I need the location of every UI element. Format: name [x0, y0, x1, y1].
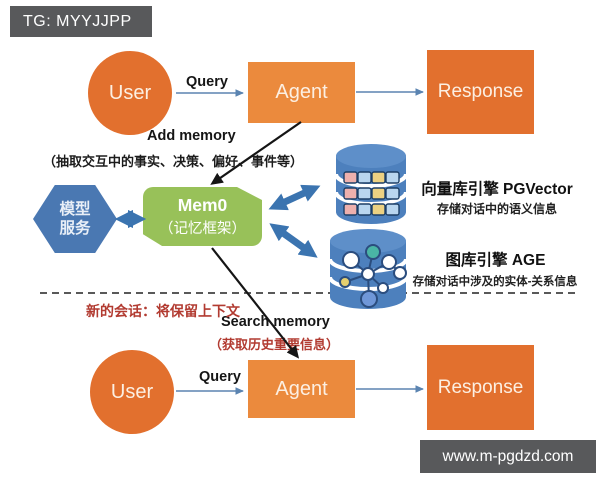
vector-db-title: 向量库引擎 PGVector — [421, 181, 573, 198]
add-memory-label: Add memory — [147, 128, 236, 144]
graph-db-title: 图库引擎 AGE — [445, 252, 546, 269]
user-label-bottom: User — [110, 380, 154, 403]
response-node-bottom: Response — [427, 345, 534, 430]
arrow-mem0-vectordb — [268, 184, 321, 211]
vector-db-subtitle: 存储对话中的语义信息 — [436, 202, 557, 216]
graph-network — [339, 244, 407, 308]
mem0-node: Mem0 （记忆框架） — [143, 187, 262, 246]
session-note: 新的会话：将保留上下文 — [86, 303, 240, 319]
tg-badge-text: TG: MYYJJPP — [23, 12, 132, 30]
vector-cells-grid — [343, 171, 400, 216]
query-label-top: Query — [186, 74, 228, 90]
watermark-text: www.m-pgdzd.com — [442, 447, 574, 465]
graph-db-subtitle: 存储对话中涉及的实体-关系信息 — [412, 276, 578, 288]
search-memory-note: （获取历史重要信息） — [209, 337, 340, 352]
agent-node-bottom: Agent — [248, 360, 355, 418]
arrow-mem0-graphdb — [269, 223, 318, 258]
model-service-hexagon: 模型 服务 — [33, 185, 117, 253]
model-service-line2: 服务 — [59, 220, 91, 237]
watermark: www.m-pgdzd.com — [420, 440, 596, 473]
user-node-top: User — [88, 51, 172, 135]
response-node-top: Response — [427, 50, 534, 134]
mem0-subtitle: （记忆框架） — [159, 221, 246, 237]
query-label-bottom: Query — [199, 369, 241, 385]
agent-label-bottom: Agent — [275, 377, 328, 400]
response-label-top: Response — [437, 81, 524, 102]
user-label-top: User — [108, 81, 152, 104]
graph-db-icon — [328, 229, 408, 309]
agent-node-top: Agent — [248, 62, 355, 123]
response-label-bottom: Response — [437, 376, 524, 398]
add-memory-note: （抽取交互中的事实、决策、偏好、事件等） — [43, 154, 304, 169]
agent-label-top: Agent — [275, 81, 328, 103]
tg-badge: TG: MYYJJPP — [10, 6, 152, 37]
mem0-title: Mem0 — [177, 195, 228, 215]
model-service-line1: 模型 — [59, 200, 91, 218]
vector-db-icon — [334, 144, 408, 224]
user-node-bottom: User — [90, 350, 174, 434]
